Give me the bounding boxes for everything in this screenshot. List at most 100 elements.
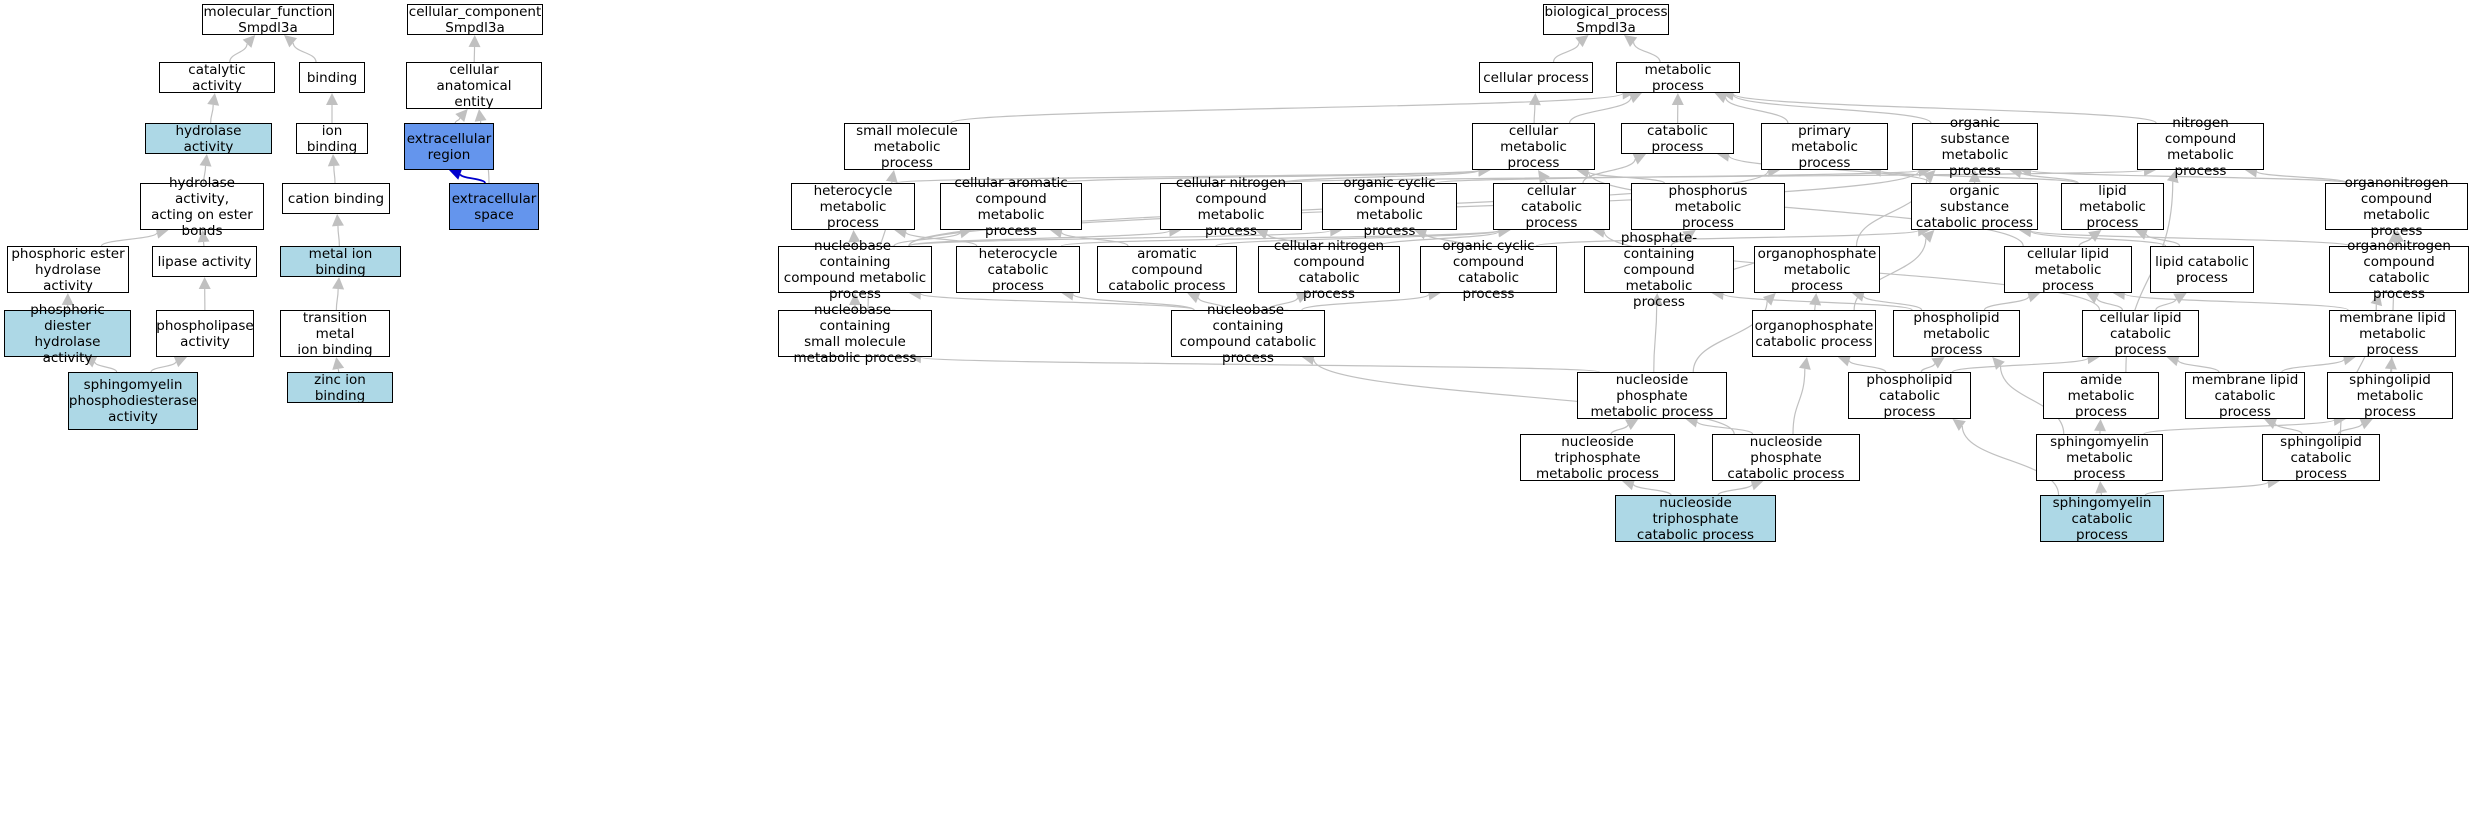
go-term-phosphoric-ester[interactable]: phosphoric ester hydrolase activity: [7, 246, 129, 294]
go-term-extracell-space[interactable]: extracellular space: [449, 183, 539, 230]
go-term-zinc[interactable]: zinc ion binding: [287, 371, 393, 404]
go-term-label: organophosphate metabolic process: [1757, 245, 1877, 294]
go-term-metal-ion[interactable]: metal ion binding: [280, 245, 401, 278]
edge-heterocycle-cat-to-heterocycle-metab: [905, 231, 978, 247]
edge-phospholipid-cat-to-organophosphate-cat: [1848, 360, 1887, 373]
edge-arrowhead: [331, 214, 344, 227]
edge-organic-cyclic-to-organic-sub: [1436, 169, 1920, 184]
go-term-anat-entity[interactable]: cellular anatomical entity: [406, 62, 542, 110]
go-term-nucleobase-cat[interactable]: nucleobase-containing compound catabolic…: [1171, 302, 1325, 366]
go-term-lipid-metab[interactable]: lipid metabolic process: [2061, 183, 2164, 231]
go-term-cell-nitrogen-cat[interactable]: cellular nitrogen compound catabolic pro…: [1258, 238, 1400, 302]
go-term-metabolic-proc[interactable]: metabolic process: [1616, 62, 1740, 94]
edge-catalytic-to-mf-root: [229, 43, 248, 63]
edge-arrowhead: [1798, 357, 1811, 370]
go-term-cell-aromatic[interactable]: cellular aromatic compound metabolic pro…: [940, 175, 1082, 239]
go-term-hydrolase-ester[interactable]: hydrolase activity, acting on ester bond…: [140, 175, 264, 239]
go-term-cell-lipid[interactable]: cellular lipid metabolic process: [2004, 246, 2132, 294]
go-term-transition-metal[interactable]: transition metal ion binding: [280, 310, 390, 358]
go-term-organophosphate[interactable]: organophosphate metabolic process: [1754, 245, 1880, 294]
edge-aromatic-cat-to-cell-catabolic: [1215, 230, 1500, 247]
go-term-nucleoside-tp[interactable]: nucleoside triphosphate metabolic proces…: [1520, 434, 1675, 482]
go-term-label: phosphoric diester hydrolase activity: [30, 301, 105, 366]
go-term-aromatic-cat[interactable]: aromatic compound catabolic process: [1097, 246, 1237, 294]
go-term-heterocycle-metab[interactable]: heterocycle metabolic process: [791, 183, 915, 231]
go-term-organic-sub-cat[interactable]: organic substance catabolic process: [1911, 183, 2038, 231]
edge-arrowhead: [1837, 354, 1852, 367]
go-term-sphingomyelin-cat[interactable]: sphingomyelin catabolic process: [2040, 495, 2164, 543]
edge-arrowhead: [1992, 357, 2005, 370]
go-term-primary-metab[interactable]: primary metabolic process: [1761, 123, 1888, 171]
go-term-small-mol[interactable]: small molecule metabolic process: [844, 123, 970, 171]
go-term-cellular-proc[interactable]: cellular process: [1479, 62, 1593, 93]
go-term-label: nucleoside phosphate catabolic process: [1727, 433, 1845, 482]
go-term-amide-metab[interactable]: amide metabolic process: [2043, 371, 2159, 420]
edge-lipid-cat-to-lipid-metab: [2145, 233, 2181, 247]
edge-phospholipid-metab-to-organophosphate: [1862, 295, 1923, 311]
go-term-cell-nitrogen[interactable]: cellular nitrogen compound metabolic pro…: [1160, 175, 1302, 239]
go-term-sphingomyelin-metab[interactable]: sphingomyelin metabolic process: [2036, 434, 2163, 482]
edge-cellular-proc-to-bp-root: [1552, 42, 1580, 63]
go-term-mf-root[interactable]: molecular_function Smpdl3a: [202, 4, 334, 36]
go-term-lipase[interactable]: lipase activity: [152, 246, 257, 277]
go-term-label: zinc ion binding: [314, 371, 366, 404]
go-term-organic-cyclic[interactable]: organic cyclic compound metabolic proces…: [1322, 175, 1457, 239]
edge-lipid-cat-to-organic-sub-cat: [2030, 230, 2167, 247]
edge-sphingolipid-cat-to-membrane-lipid-cat: [2274, 423, 2303, 435]
go-term-membrane-lipid[interactable]: membrane lipid metabolic process: [2329, 310, 2456, 358]
go-term-cc-root[interactable]: cellular_component Smpdl3a: [407, 4, 543, 36]
go-term-sphingolipid-metab[interactable]: sphingolipid metabolic process: [2327, 372, 2453, 420]
go-term-catabolic[interactable]: catabolic process: [1621, 123, 1734, 155]
go-term-membrane-lipid-cat[interactable]: membrane lipid catabolic process: [2185, 372, 2305, 420]
go-term-label: metal ion binding: [308, 245, 373, 278]
edge-arrowhead: [1414, 227, 1428, 240]
go-term-label: lipase activity: [157, 253, 252, 270]
go-term-cell-metab[interactable]: cellular metabolic process: [1472, 123, 1595, 171]
go-term-nucleoside-phos-cat[interactable]: nucleoside phosphate catabolic process: [1712, 433, 1860, 482]
go-term-organonitrogen-cat[interactable]: organonitrogen compound catabolic proces…: [2329, 238, 2469, 302]
go-term-label: nucleobase-containing small molecule met…: [793, 301, 917, 366]
go-term-phospholipid-cat[interactable]: phospholipid catabolic process: [1848, 372, 1971, 420]
go-term-heterocycle-cat[interactable]: heterocycle catabolic process: [956, 246, 1080, 294]
go-term-organonitrogen[interactable]: organonitrogen compound metabolic proces…: [2325, 175, 2468, 239]
edge-zinc-to-transition-metal: [337, 368, 340, 373]
go-term-extracell-region[interactable]: extracellular region: [404, 123, 494, 170]
go-term-nitrogen-comp[interactable]: nitrogen compound metabolic process: [2137, 115, 2264, 179]
go-term-cell-lipid-cat[interactable]: cellular lipid catabolic process: [2082, 310, 2199, 358]
go-term-label: cellular aromatic compound metabolic pro…: [954, 174, 1068, 239]
edge-extracell-space-to-extracell-region: [459, 173, 486, 184]
edge-arrowhead: [1650, 293, 1663, 306]
edge-arrowhead: [1682, 230, 1696, 242]
go-term-bp-root[interactable]: biological_process Smpdl3a: [1543, 4, 1669, 36]
go-term-label: phospholipase activity: [156, 317, 254, 350]
go-term-nucleobase-metab[interactable]: nucleobase-containing compound metabolic…: [778, 238, 932, 302]
go-term-sphingolipid-cat[interactable]: sphingolipid catabolic process: [2262, 434, 2380, 482]
go-term-nucleobase-small[interactable]: nucleobase-containing small molecule met…: [778, 302, 932, 366]
go-term-label: amide metabolic process: [2067, 371, 2135, 420]
go-term-label: organic cyclic compound metabolic proces…: [1343, 174, 1436, 239]
go-term-nucleoside-phos[interactable]: nucleoside phosphate metabolic process: [1577, 372, 1727, 420]
go-term-binding[interactable]: binding: [299, 62, 365, 93]
edge-sm-pde-to-phospholipase: [150, 361, 177, 373]
edge-arrowhead: [1750, 478, 1764, 491]
go-term-organic-sub[interactable]: organic substance metabolic process: [1912, 115, 2038, 179]
go-term-organic-cyclic-cat[interactable]: organic cyclic compound catabolic proces…: [1420, 238, 1557, 302]
go-term-hydrolase[interactable]: hydrolase activity: [145, 123, 272, 155]
go-term-phosphate-cont[interactable]: phosphate-containing compound metabolic …: [1584, 230, 1734, 310]
go-term-phospholipid-metab[interactable]: phospholipid metabolic process: [1893, 310, 2020, 358]
go-term-phospholipase[interactable]: phospholipase activity: [156, 310, 254, 357]
go-term-organophosphate-cat[interactable]: organophosphate catabolic process: [1752, 310, 1876, 357]
go-term-cell-catabolic[interactable]: cellular catabolic process: [1493, 183, 1610, 231]
edge-phosphorus-metab-to-cell-metab: [1587, 171, 1665, 184]
go-term-sm-pde[interactable]: sphingomyelin phosphodiesterase activity: [68, 372, 198, 430]
go-term-phosphoric-diester[interactable]: phosphoric diester hydrolase activity: [4, 302, 131, 366]
go-term-phosphorus-metab[interactable]: phosphorus metabolic process: [1631, 183, 1785, 231]
go-term-label: nucleobase-containing compound catabolic…: [1179, 301, 1317, 366]
go-term-catalytic[interactable]: catalytic activity: [159, 62, 275, 94]
go-term-lipid-cat[interactable]: lipid catabolic process: [2150, 246, 2254, 293]
go-term-cation-binding[interactable]: cation binding: [282, 183, 390, 214]
go-term-label: cation binding: [287, 190, 385, 207]
edge-arrowhead: [1921, 230, 1935, 243]
go-term-ion-binding[interactable]: ion binding: [296, 123, 368, 155]
go-term-nucleoside-tp-cat[interactable]: nucleoside triphosphate catabolic proces…: [1615, 495, 1776, 543]
